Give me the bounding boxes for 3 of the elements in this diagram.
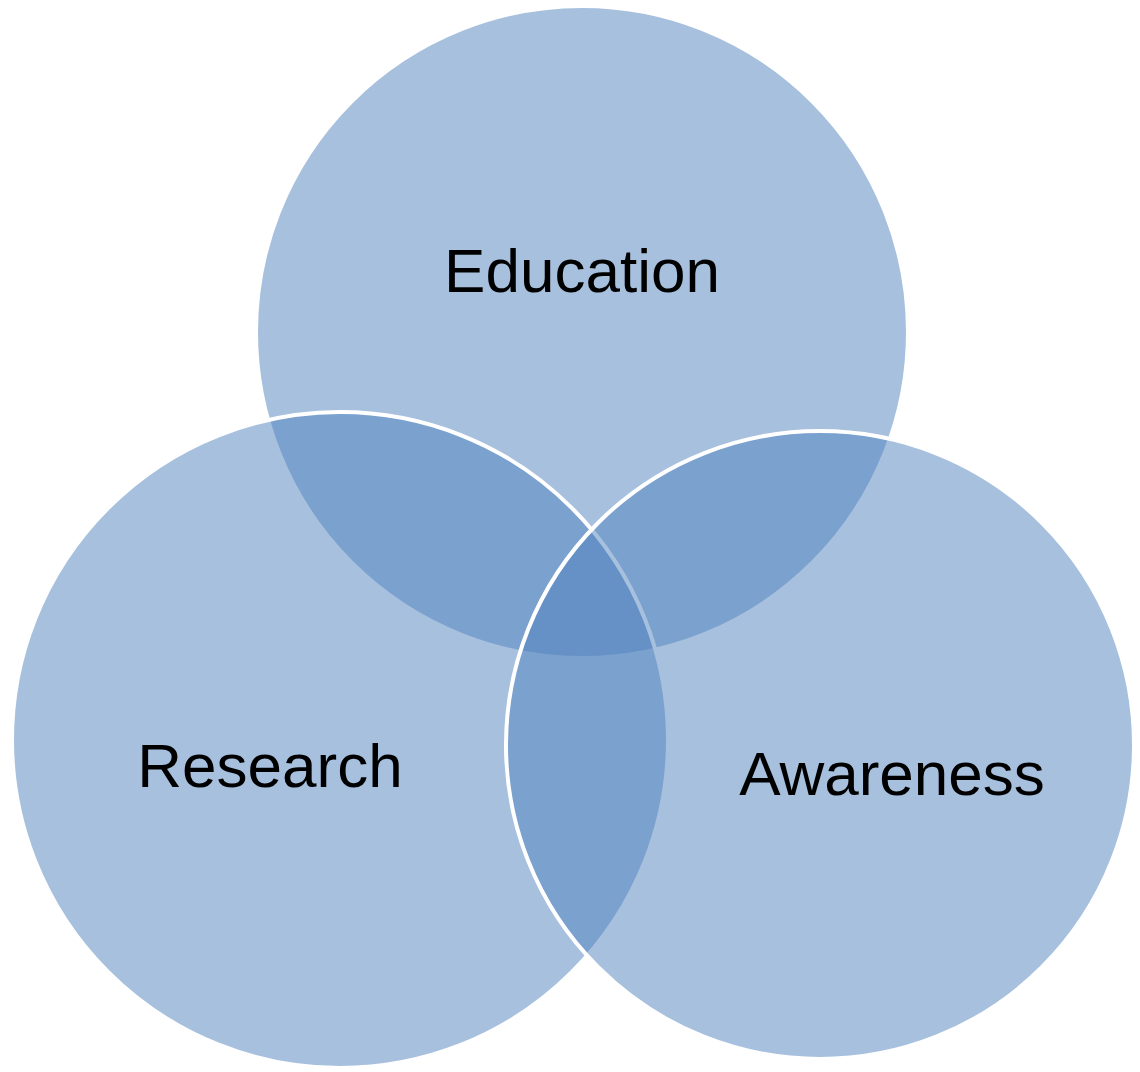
circle-label: Awareness [739,737,1045,809]
circle-label: Education [444,234,720,306]
circle-label: Research [137,729,403,801]
